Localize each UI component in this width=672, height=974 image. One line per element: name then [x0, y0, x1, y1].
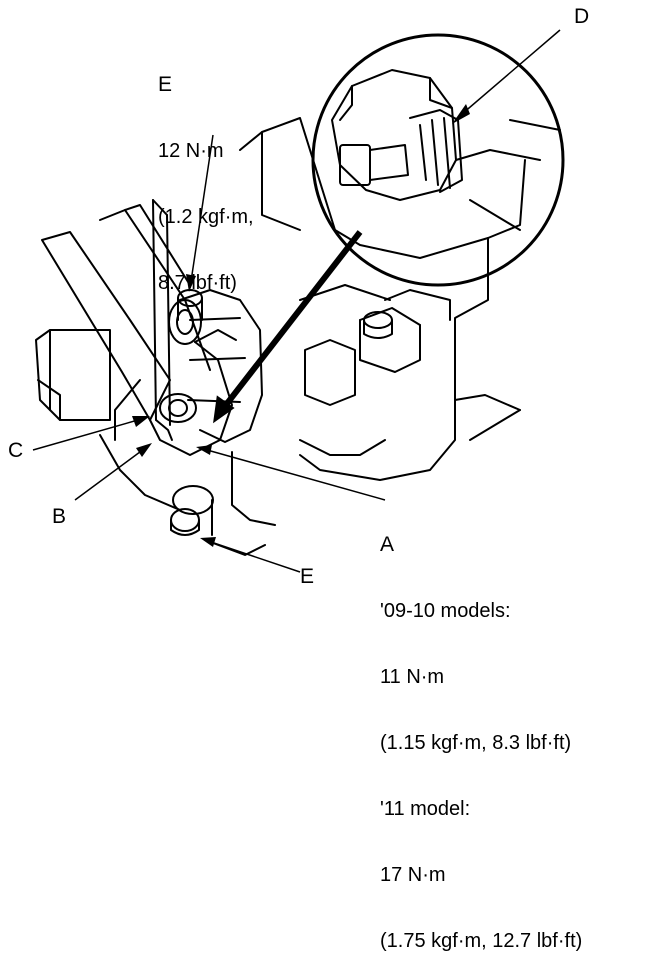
spec-a-line-3: (1.15 kgf·m, 8.3 lbf·ft): [380, 732, 572, 754]
engine-diagram: [32, 29, 565, 573]
callout-c: C: [8, 439, 24, 462]
engine-housing: [99, 117, 526, 556]
arrowhead-e-bottom: [200, 537, 216, 547]
callout-e-bottom: E: [300, 565, 315, 588]
callout-a-letter: A: [380, 533, 395, 556]
callout-d: D: [574, 5, 590, 28]
torque-e-line-2: (1.2 kgf·m,: [158, 206, 254, 228]
callout-e-top: E 12 N·m (1.2 kgf·m, 8.7 lbf·ft): [158, 30, 254, 316]
spec-a-line-1: '09-10 models:: [380, 600, 511, 622]
leader-e-bottom: [204, 539, 301, 573]
spec-a-line-5: 17 N·m: [380, 864, 446, 886]
arrowhead-c: [132, 416, 150, 427]
callout-a: A '09-10 models: 11 N·m (1.15 kgf·m, 8.3…: [380, 490, 582, 974]
bolt-e-bottom: [170, 485, 214, 536]
arrowhead-a: [196, 445, 212, 455]
arrowhead-e-top: [186, 274, 196, 292]
spec-a-line-6: (1.75 kgf·m, 12.7 lbf·ft): [380, 930, 583, 952]
leader-e-top: [189, 134, 214, 289]
spec-a-line-2: 11 N·m: [380, 666, 445, 688]
callout-b: B: [52, 505, 67, 528]
arrowhead-b: [136, 443, 152, 457]
arrowhead-d: [452, 104, 470, 124]
leader-c: [32, 417, 146, 451]
callout-e-top-letter: E: [158, 73, 173, 96]
detail-circle: [311, 33, 565, 287]
spec-a-line-4: '11 model:: [380, 798, 471, 820]
bolt-e-top: [177, 289, 203, 321]
leader-a: [199, 447, 386, 501]
torque-e-line-3: 8.7 lbf·ft): [158, 272, 237, 294]
leader-b: [74, 445, 149, 501]
bolt-right: [363, 311, 393, 339]
detail-arrow: [213, 230, 363, 424]
side-cover: [35, 329, 111, 421]
torque-e-line-1: 12 N·m: [158, 140, 224, 162]
leader-d: [454, 29, 561, 121]
